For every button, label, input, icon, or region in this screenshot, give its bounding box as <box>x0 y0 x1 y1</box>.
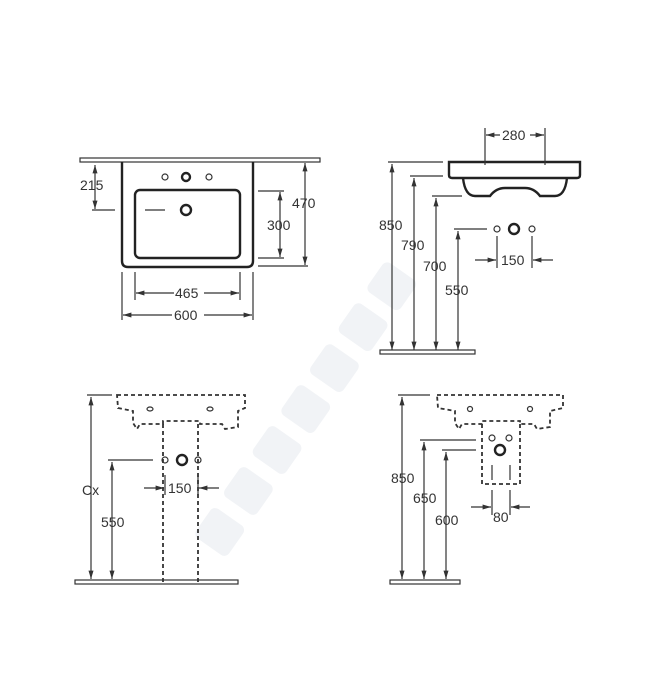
dim-cx: Cx <box>82 482 99 498</box>
dim-300: 300 <box>267 217 291 233</box>
side-view: 280 850 790 700 550 150 <box>379 127 582 355</box>
basin-side <box>447 160 582 180</box>
dim-470: 470 <box>292 195 316 211</box>
watermark-graphic <box>195 262 417 556</box>
floor-line <box>379 349 476 355</box>
bowl-outline <box>133 188 242 260</box>
side-pedestal-view: 850 650 600 80 <box>389 394 564 585</box>
basin-outline <box>120 162 255 269</box>
dim-700: 700 <box>423 258 447 274</box>
dim-280: 280 <box>502 127 526 143</box>
drain-icon <box>493 443 507 457</box>
dim-465: 465 <box>175 285 199 301</box>
floor-line <box>389 579 461 585</box>
wall-line <box>79 157 321 163</box>
front-pedestal-view: Cx 550 150 <box>74 394 246 585</box>
dim-550: 550 <box>445 282 469 298</box>
tap-holes <box>161 171 213 183</box>
front-view: 215 300 470 465 600 <box>79 157 321 323</box>
dim-790: 790 <box>401 237 425 253</box>
dim-150: 150 <box>168 480 192 496</box>
supply-holes <box>161 453 202 467</box>
dim-850: 850 <box>379 217 403 233</box>
dim-215: 215 <box>80 177 104 193</box>
floor-line <box>74 579 239 585</box>
dim-80: 80 <box>493 509 509 525</box>
drain-icon <box>179 203 193 217</box>
dim-600: 600 <box>435 512 459 528</box>
dim-600: 600 <box>174 307 198 323</box>
dim-850: 850 <box>391 470 415 486</box>
supply-holes <box>493 222 536 236</box>
dim-150: 150 <box>501 252 525 268</box>
dim-650: 650 <box>413 490 437 506</box>
pedestal-shroud <box>481 424 521 485</box>
dim-550: 550 <box>101 514 125 530</box>
